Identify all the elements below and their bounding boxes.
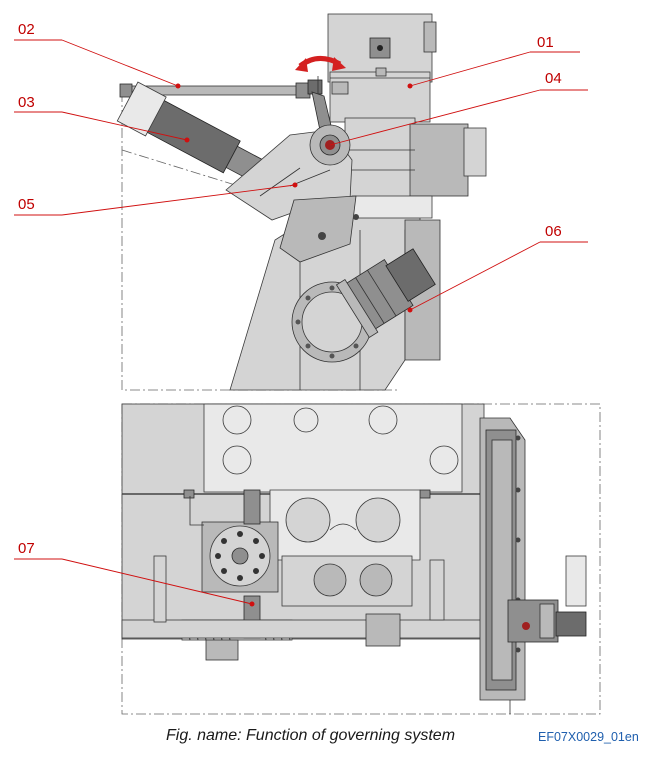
label-02: 02: [18, 21, 35, 38]
mounting-plate: [279, 195, 357, 263]
label-04: 04: [545, 70, 562, 87]
top-view: [116, 13, 487, 391]
label-06: 06: [545, 223, 562, 240]
label-07: 07: [18, 540, 35, 557]
figure-caption: Fig. name: Function of governing system: [166, 727, 456, 744]
label-03: 03: [18, 94, 35, 111]
governor-body: [344, 117, 416, 199]
callouts: 01 02 03 04 05 06 07: [14, 21, 588, 607]
bottom-view: [121, 403, 601, 715]
speed-sensor: [335, 248, 436, 338]
top-view-frame: [121, 92, 400, 391]
coupling: [365, 613, 401, 647]
label-01: 01: [537, 34, 554, 51]
governor-side-housing: [409, 123, 469, 197]
top-view-section-line: [121, 149, 301, 206]
governor-housing: [329, 71, 431, 123]
document-id: EF07X0029_01en: [538, 730, 639, 744]
label-05: 05: [18, 196, 35, 213]
